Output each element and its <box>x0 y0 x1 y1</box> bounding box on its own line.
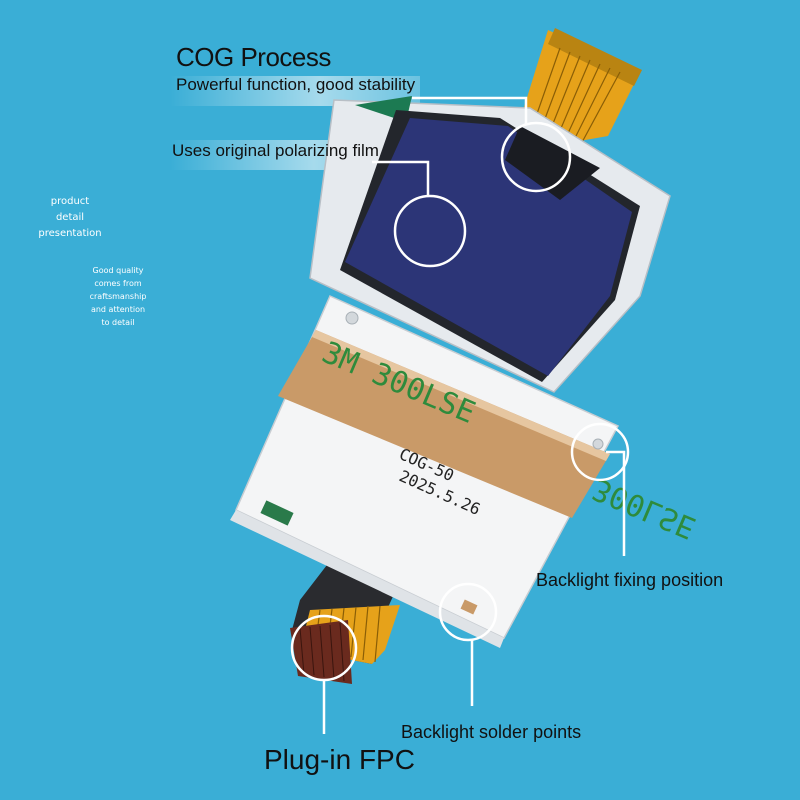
tape-print-mirrored: 300LSE <box>587 471 700 546</box>
side-slogan-line: to detail <box>101 318 135 327</box>
solder-points-circle <box>438 582 498 642</box>
side-caption-line: product <box>50 196 90 207</box>
side-slogan-line: and attention <box>90 305 146 314</box>
page-title: COG Process <box>176 42 331 72</box>
backlight-solder-label: Backlight solder points <box>401 722 582 742</box>
side-slogan: Good quality comes from craftsmanship an… <box>88 264 148 329</box>
fpc-callout-circle <box>500 121 572 193</box>
side-caption-line: presentation <box>38 228 102 239</box>
backlight-fixing-circle <box>570 422 630 482</box>
side-slogan-line: Good quality <box>92 266 144 275</box>
side-caption-line: detail <box>55 212 85 223</box>
top-fpc-ribbon <box>520 28 642 148</box>
polarizer-callout-circle <box>393 194 467 268</box>
backlight-fixing-label: Backlight fixing position <box>536 570 724 590</box>
side-caption: product detail presentation <box>30 194 110 242</box>
feature-text: Uses original polarizing film <box>172 141 379 160</box>
plug-in-fpc-label: Plug-in FPC <box>264 744 415 775</box>
header-highlight-band <box>170 76 420 106</box>
side-slogan-line: craftsmanship <box>89 292 147 301</box>
subtitle: Powerful function, good stability <box>176 75 416 94</box>
backlight-board <box>230 295 620 648</box>
adhesive-tape <box>278 330 610 518</box>
side-slogan-line: comes from <box>94 279 142 288</box>
